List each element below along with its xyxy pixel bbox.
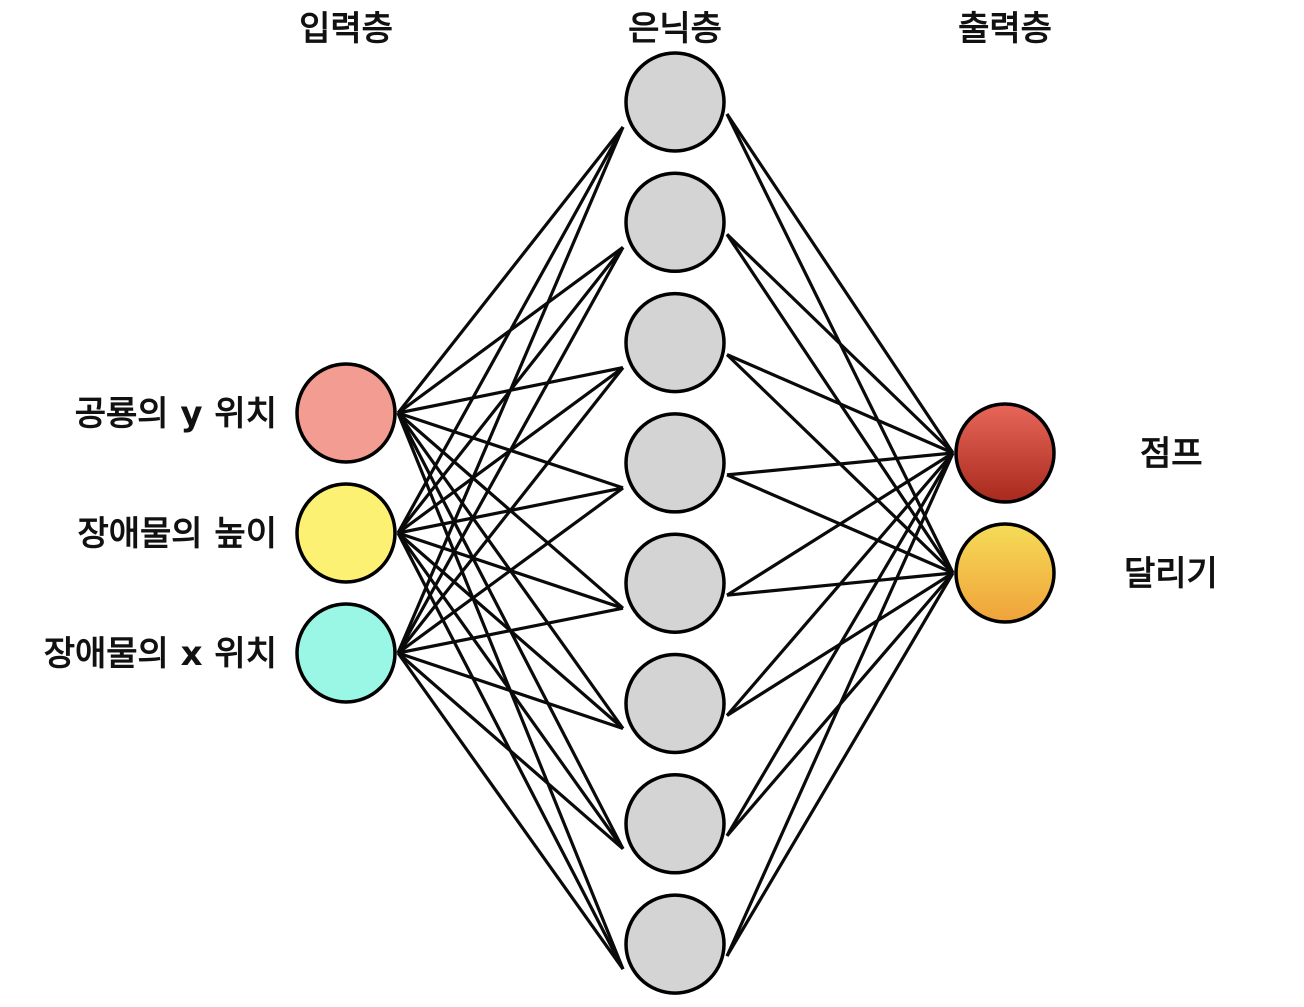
edge-hidden-7-output-0 bbox=[725, 452, 955, 957]
output-node-0 bbox=[954, 402, 1056, 504]
output-node-label-0: 점프 bbox=[1140, 434, 1203, 474]
edge-hidden-5-output-0 bbox=[725, 451, 955, 717]
edge-input-2-hidden-2 bbox=[396, 366, 625, 654]
connections bbox=[396, 113, 955, 971]
input-layer-title: 입력층 bbox=[299, 9, 393, 49]
hidden-node-6 bbox=[624, 773, 726, 875]
input-node-label-1: 장애물의 높이 bbox=[77, 514, 277, 554]
edge-input-2-hidden-5 bbox=[397, 651, 624, 731]
hidden-layer-title: 은닉층 bbox=[628, 9, 722, 49]
input-node-0 bbox=[295, 362, 397, 464]
input-node-1 bbox=[295, 482, 397, 584]
edge-hidden-0-output-0 bbox=[725, 113, 955, 454]
edge-input-1-hidden-0 bbox=[396, 126, 625, 534]
output-layer-title: 출력층 bbox=[958, 9, 1052, 49]
edge-input-2-hidden-4 bbox=[397, 606, 624, 655]
input-node-label-2: 장애물의 x 위치 bbox=[44, 634, 277, 674]
edge-input-2-hidden-6 bbox=[396, 651, 625, 851]
hidden-node-3 bbox=[624, 412, 726, 514]
edge-input-2-hidden-0 bbox=[396, 126, 625, 654]
input-node-2 bbox=[295, 602, 397, 704]
edge-input-0-hidden-0 bbox=[396, 126, 625, 414]
edge-hidden-7-output-1 bbox=[725, 572, 955, 957]
hidden-node-4 bbox=[624, 532, 726, 634]
edge-input-2-hidden-1 bbox=[396, 246, 625, 654]
output-node-1 bbox=[954, 522, 1056, 624]
edge-input-2-hidden-3 bbox=[397, 486, 624, 655]
edge-input-2-hidden-7 bbox=[396, 652, 625, 971]
edge-hidden-3-output-0 bbox=[726, 451, 954, 477]
nodes bbox=[295, 51, 1056, 995]
hidden-node-2 bbox=[624, 291, 726, 394]
edge-hidden-2-output-0 bbox=[726, 353, 954, 455]
edge-hidden-1-output-0 bbox=[725, 233, 955, 455]
hidden-node-1 bbox=[624, 171, 726, 274]
input-node-label-0: 공룡의 y 위치 bbox=[75, 394, 277, 434]
edge-hidden-4-output-0 bbox=[726, 451, 954, 597]
hidden-node-0 bbox=[624, 51, 726, 153]
hidden-node-5 bbox=[624, 652, 726, 755]
edge-hidden-6-output-0 bbox=[725, 452, 955, 837]
output-node-label-1: 달리기 bbox=[1124, 554, 1218, 594]
hidden-node-7 bbox=[624, 893, 726, 995]
